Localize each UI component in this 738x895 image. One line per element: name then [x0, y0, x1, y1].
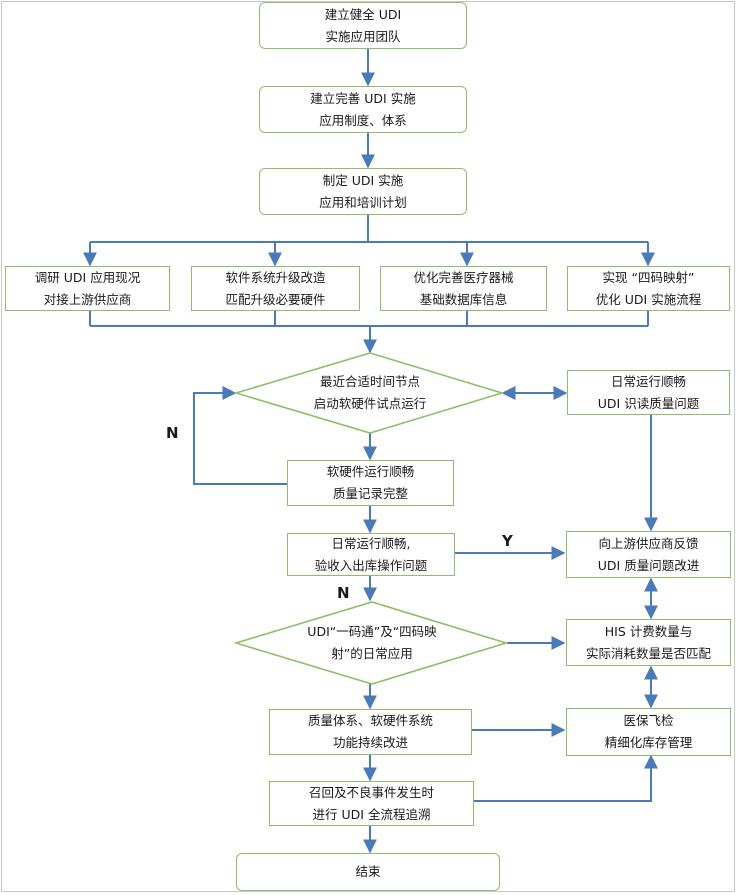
- pilot-decision-line1: 最近合适时间节点: [319, 374, 420, 389]
- step-pilot-check-line1: 软硬件运行顺畅: [326, 464, 415, 479]
- task-database-line2: 基础数据库信息: [419, 291, 508, 307]
- one-code-decision-diamond: [233, 601, 509, 685]
- task-software-line1: 软件系统升级改造: [225, 269, 326, 285]
- task-database-line1: 优化完善医疗器械: [413, 269, 514, 285]
- step-end-label: 结束: [355, 864, 381, 879]
- step-daily-quality-line1: 日常运行顺畅: [610, 373, 686, 389]
- step-improve: 质量体系、软硬件系统 功能持续改进: [269, 709, 472, 755]
- step-daily-quality-line2: UDI 识读质量问题: [597, 395, 700, 411]
- step-improve-line2: 功能持续改进: [332, 735, 408, 750]
- step-daily-quality: 日常运行顺畅 UDI 识读质量问题: [567, 370, 730, 415]
- step-team-line1: 建立健全 UDI: [324, 6, 402, 22]
- task-research-line1: 调研 UDI 应用现况: [34, 269, 141, 285]
- pilot-decision-line2: 启动软硬件试点运行: [313, 396, 427, 411]
- step-his-match-line1: HIS 计费数量与: [604, 623, 693, 639]
- one-code-decision-line1: UDI“一码通”及“四码映: [307, 624, 437, 639]
- step-pilot-check: 软硬件运行顺畅 质量记录完整: [287, 460, 454, 506]
- step-recall-line1: 召回及不良事件发生时: [308, 784, 434, 800]
- task-mapping-line1: 实现 “四码映射”: [602, 269, 695, 285]
- step-inspection: 医保飞检 精细化库存管理: [566, 708, 731, 756]
- link-check-loop-n: [193, 386, 287, 485]
- task-mapping-line2: 优化 UDI 实施流程: [595, 291, 702, 307]
- step-his-match: HIS 计费数量与 实际消耗数量是否匹配: [566, 619, 731, 666]
- step-system-line1: 建立完善 UDI 实施: [310, 90, 416, 106]
- step-feedback-line2: UDI 质量问题改进: [597, 557, 700, 573]
- step-feedback: 向上游供应商反馈 UDI 质量问题改进: [566, 531, 731, 578]
- task-database: 优化完善医疗器械 基础数据库信息: [380, 266, 547, 311]
- task-research-line2: 对接上游供应商: [43, 291, 132, 307]
- step-team-line2: 实施应用团队: [325, 28, 401, 44]
- step-daily-inout-line2: 验收入出库操作问题: [314, 557, 428, 573]
- step-plan-line2: 应用和培训计划: [319, 194, 407, 210]
- step-system-line2: 应用制度、体系: [319, 112, 407, 128]
- task-mapping: 实现 “四码映射” 优化 UDI 实施流程: [567, 266, 730, 311]
- step-his-match-line2: 实际消耗数量是否匹配: [585, 645, 711, 661]
- step-daily-inout-line1: 日常运行顺畅,: [331, 535, 411, 551]
- step-team: 建立健全 UDI 实施应用团队: [259, 2, 467, 49]
- task-software: 软件系统升级改造 匹配升级必要硬件: [191, 266, 360, 311]
- step-pilot-check-line2: 质量记录完整: [332, 486, 408, 501]
- step-feedback-line1: 向上游供应商反馈: [598, 535, 699, 551]
- step-inspection-line1: 医保飞检: [623, 713, 674, 728]
- pilot-decision: 最近合适时间节点 启动软硬件试点运行: [270, 370, 470, 416]
- link-recall-inspection: [474, 754, 658, 802]
- task-software-line2: 匹配升级必要硬件: [225, 291, 326, 307]
- task-research: 调研 UDI 应用现况 对接上游供应商: [5, 266, 170, 311]
- step-inspection-line2: 精细化库存管理: [604, 735, 693, 750]
- one-code-decision: UDI“一码通”及“四码映 射”的日常应用: [272, 620, 472, 666]
- step-daily-inout: 日常运行顺畅, 验收入出库操作问题: [287, 533, 455, 576]
- branch-label-n-down: N: [337, 584, 350, 602]
- step-plan: 制定 UDI 实施 应用和培训计划: [259, 168, 467, 215]
- step-plan-line1: 制定 UDI 实施: [322, 172, 404, 188]
- step-improve-line1: 质量体系、软硬件系统: [307, 713, 433, 728]
- step-recall: 召回及不良事件发生时 进行 UDI 全流程追溯: [269, 781, 474, 826]
- step-end: 结束: [236, 853, 500, 891]
- step-system: 建立完善 UDI 实施 应用制度、体系: [259, 86, 467, 133]
- pilot-decision-diamond: [233, 352, 505, 434]
- one-code-decision-line2: 射”的日常应用: [331, 646, 413, 661]
- step-recall-line2: 进行 UDI 全流程追溯: [312, 806, 431, 822]
- branch-label-n-loop: N: [166, 424, 179, 442]
- branch-label-y: Y: [502, 532, 513, 550]
